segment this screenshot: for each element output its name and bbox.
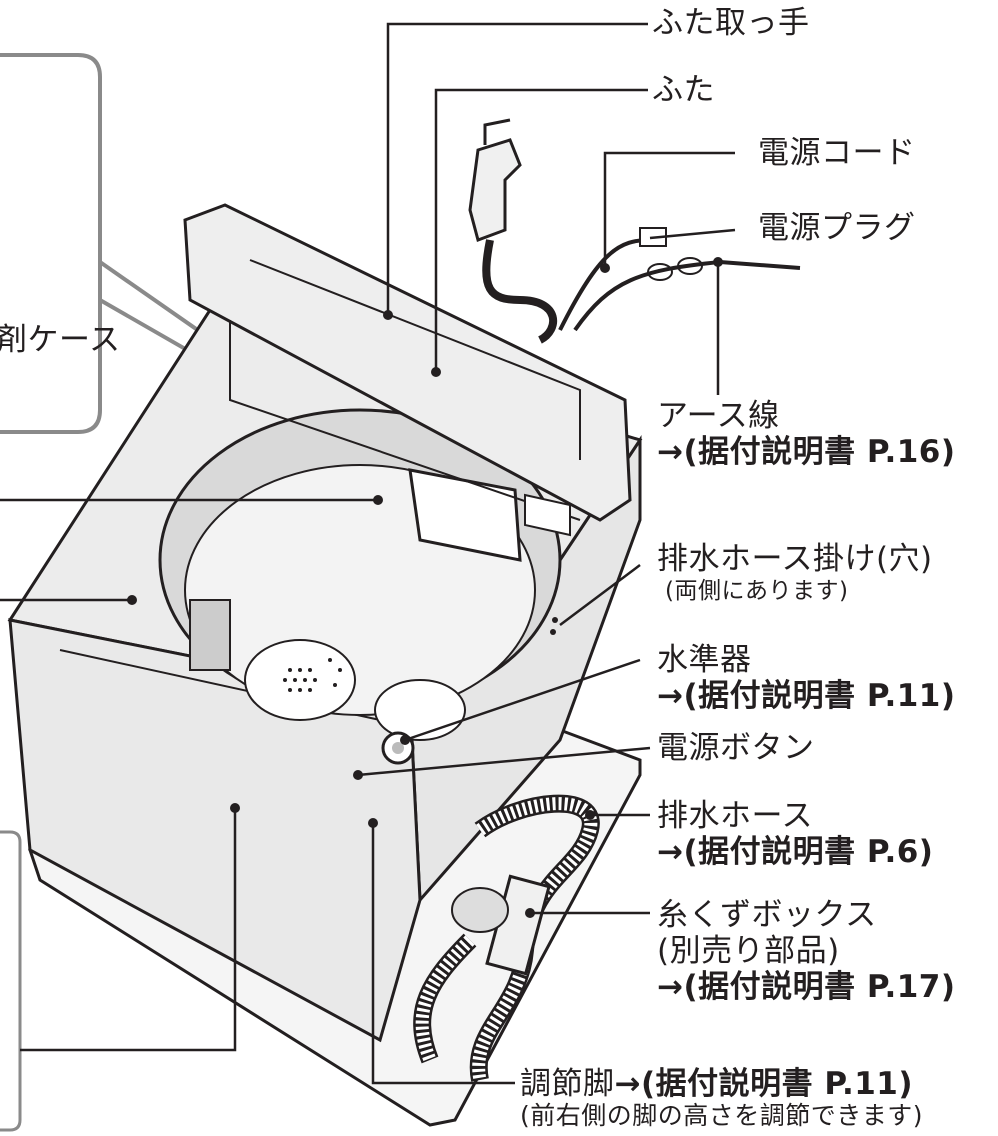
leader-power-button (357, 746, 651, 777)
callout-box-bottom (0, 830, 22, 1132)
label-lint-box: 糸くずボックス (別売り部品) →(据付説明書 P.17) (657, 897, 956, 1005)
adjust-leg-name: 調節脚 (520, 1066, 615, 1102)
leader-front-panel (20, 808, 237, 1052)
pulsator-right (374, 679, 466, 741)
leader-drain-hook (559, 564, 641, 626)
detergent-case (408, 468, 522, 562)
lint-filter (189, 599, 231, 671)
level-name: 水準器 (657, 642, 752, 678)
pulsator-left (244, 639, 356, 721)
leader-lid (434, 88, 648, 372)
label-power-button: 電源ボタン (657, 730, 815, 766)
drain-hose-name: 排水ホース (657, 798, 813, 834)
callout-box-top (0, 53, 102, 434)
label-power-cord: 電源コード (758, 135, 916, 171)
label-lid: ふた (652, 72, 715, 108)
adjust-leg-ref: →(据付説明書 P.11) (614, 1066, 914, 1102)
drain-outlet (451, 887, 509, 933)
drain-hose-hook-name: 排水ホース掛け(穴) (657, 541, 933, 577)
lint-box-ref: →(据付説明書 P.17) (657, 969, 956, 1005)
earth-wire-ref: →(据付説明書 P.16) (657, 434, 956, 470)
control-panel (524, 493, 571, 537)
water-faucet (468, 138, 522, 242)
inlet-hose (482, 239, 558, 344)
level-ref: →(据付説明書 P.11) (657, 678, 956, 714)
leader-power-plug (649, 228, 736, 240)
adjust-leg-note: (前右側の脚の高さを調節できます) (520, 1101, 924, 1130)
earth-wire-name: アース線 (657, 398, 780, 434)
drain-hose-ref: →(据付説明書 P.6) (657, 834, 934, 870)
label-level: 水準器 →(据付説明書 P.11) (657, 642, 956, 714)
leader-adjust-leg (371, 823, 515, 1085)
lid (183, 203, 632, 522)
label-earth-wire: アース線 →(据付説明書 P.16) (657, 398, 956, 470)
label-drain-hose: 排水ホース →(据付説明書 P.6) (657, 798, 933, 870)
lint-box-name: 糸くずボックス (657, 897, 877, 933)
leader-power-cord (603, 151, 735, 268)
earth-wire (573, 259, 801, 332)
leader-level (404, 658, 641, 742)
label-detergent-case-partial: 剤ケース (0, 322, 121, 358)
lint-box-note: (別売り部品) (657, 933, 840, 969)
drain-hose-hook-note: (両側にあります) (665, 578, 849, 604)
label-lid-handle: ふた取っ手 (652, 5, 810, 41)
label-power-plug: 電源プラグ (758, 210, 916, 246)
label-adjust-leg: 調節脚→(据付説明書 P.11) (前右側の脚の高さを調節できます) (520, 1066, 923, 1130)
leader-lid-handle (386, 22, 648, 315)
label-drain-hose-hook: 排水ホース掛け(穴) (両側にあります) (657, 541, 933, 605)
